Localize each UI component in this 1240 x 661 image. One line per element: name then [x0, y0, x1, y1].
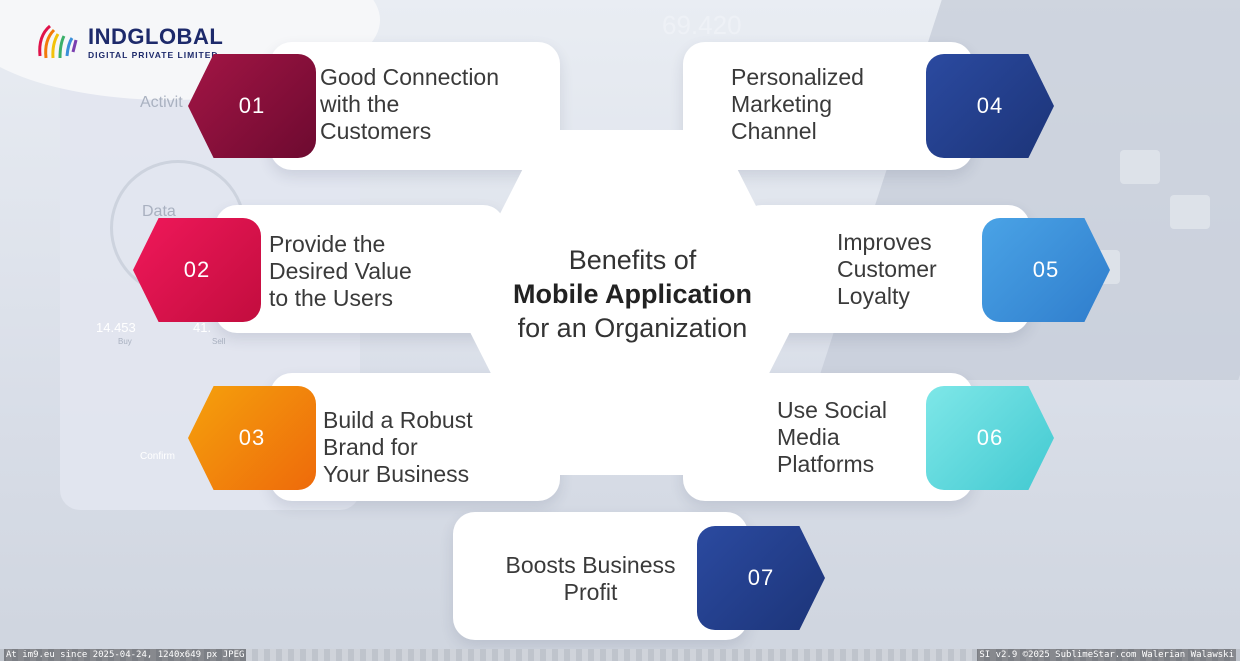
background-key	[1120, 150, 1160, 184]
benefit-01-number: 01	[238, 93, 266, 118]
brand-subtitle: DIGITAL PRIVATE LIMITED	[88, 50, 219, 60]
benefit-07-line-2: Profit	[563, 579, 618, 605]
background-confirm-label: Confirm	[140, 451, 176, 462]
benefit-card-04: Personalized Marketing Channel	[683, 42, 973, 170]
background-data-label: Data	[142, 203, 176, 220]
benefit-03-line-3: Your Business	[323, 461, 470, 487]
benefit-07-number: 07	[747, 565, 775, 590]
benefit-04-line-2: Marketing	[731, 91, 832, 117]
benefit-card-03: Build a Robust Brand for Your Business	[270, 373, 560, 501]
background-stat-2: 41.	[193, 320, 212, 335]
benefit-05-line-3: Loyalty	[837, 283, 910, 309]
benefit-05-line-2: Customer	[837, 256, 937, 282]
center-title-line-1: Benefits of	[568, 245, 697, 275]
background-price: 69.420	[662, 10, 742, 40]
benefit-04-number-tag: 04	[926, 54, 1054, 158]
brand-logo: INDGLOBAL DIGITAL PRIVATE LIMITED	[32, 18, 223, 66]
benefit-02-line-1: Provide the	[269, 231, 386, 257]
benefit-02-line-3: to the Users	[269, 285, 393, 311]
benefit-01-line-3: Customers	[320, 118, 432, 144]
benefit-02-line-2: Desired Value	[269, 258, 412, 284]
benefit-card-02: Provide the Desired Value to the Users	[215, 205, 505, 333]
benefit-06-number-tag: 06	[926, 386, 1054, 490]
benefit-card-01: Good Connection with the Customers	[270, 42, 560, 170]
benefit-04-line-3: Channel	[731, 118, 817, 144]
background-stat-1-sub: Buy	[118, 337, 132, 346]
benefit-06-number: 06	[976, 425, 1004, 450]
benefit-06-line-3: Platforms	[777, 451, 875, 477]
benefit-02-number: 02	[183, 257, 211, 282]
background-activity-label: Activit	[140, 94, 183, 111]
benefit-07-number-tag: 07	[697, 526, 825, 630]
center-title-line-3: for an Organization	[517, 313, 748, 343]
benefit-04-number: 04	[976, 93, 1004, 118]
benefit-02-number-tag: 02	[133, 218, 261, 322]
background-stat-1: 14.453	[96, 320, 136, 335]
benefit-03-number: 03	[238, 425, 266, 450]
brand-mark-icon	[38, 24, 78, 59]
benefit-05-number-tag: 05	[982, 218, 1110, 322]
benefit-05-line-1: Improves	[837, 229, 932, 255]
image-footer: At im9.eu since 2025-04-24, 1240x649 px …	[0, 649, 1240, 661]
benefit-03-line-1: Build a Robust	[323, 407, 473, 433]
benefit-01-number-tag: 01	[188, 54, 316, 158]
benefit-07-line-1: Boosts Business	[505, 552, 676, 578]
center-title-line-2: Mobile Application	[513, 279, 752, 309]
benefit-05-number: 05	[1032, 257, 1060, 282]
background-stat-2-sub: Sell	[212, 337, 226, 346]
benefit-06-line-1: Use Social	[777, 397, 887, 423]
benefit-04-line-1: Personalized	[731, 64, 864, 90]
background-key	[1170, 195, 1210, 229]
benefit-01-line-1: Good Connection	[320, 64, 500, 90]
benefit-06-line-2: Media	[777, 424, 840, 450]
center-title: Benefits of Mobile Application for an Or…	[470, 243, 795, 345]
footer-right-text: SI v2.9 ©2025 SublimeStar.com Walerian W…	[977, 649, 1236, 661]
brand-name: INDGLOBAL	[88, 24, 224, 49]
footer-left-text: At im9.eu since 2025-04-24, 1240x649 px …	[4, 649, 247, 661]
benefit-03-number-tag: 03	[188, 386, 316, 490]
benefit-01-line-2: with the	[320, 91, 400, 117]
benefit-03-line-2: Brand for	[323, 434, 418, 460]
